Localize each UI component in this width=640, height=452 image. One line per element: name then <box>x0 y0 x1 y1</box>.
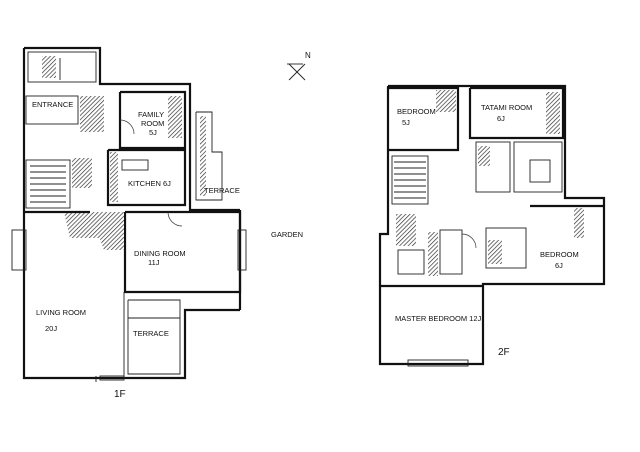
floor-2f <box>378 84 606 367</box>
room-family-size: 5J <box>149 128 157 137</box>
room-tatami-label: TATAMI ROOM <box>481 103 532 112</box>
room-living-size: 20J <box>45 324 57 333</box>
room-terrace-upper-label: TERRACE <box>204 186 240 195</box>
north-compass-icon: N <box>287 51 311 81</box>
room-bedroom-right-size: 6J <box>555 261 563 270</box>
garden-label: GARDEN <box>271 230 303 239</box>
floor-2f-label: 2F <box>498 347 510 358</box>
floor-1f-label: 1F <box>114 389 126 400</box>
room-bedroom-left-size: 5J <box>402 118 410 127</box>
room-dining-size: 11J <box>148 258 160 267</box>
room-entrance-label: ENTRANCE <box>32 100 73 109</box>
floor-1f <box>11 46 247 382</box>
room-family-label-1: FAMILY <box>138 110 164 119</box>
room-family-label-2: ROOM <box>141 119 164 128</box>
room-tatami-size: 6J <box>497 114 505 123</box>
stairs-1f <box>30 165 66 203</box>
stairs-2f <box>394 161 426 199</box>
room-dining-label: DINING ROOM <box>134 249 186 258</box>
room-bedroom-right-label: BEDROOM <box>540 250 579 259</box>
room-living-label: LIVING ROOM <box>36 308 86 317</box>
room-master-bedroom-label: MASTER BEDROOM 12J <box>395 314 482 323</box>
compass-letter: N <box>305 51 311 60</box>
room-terrace-lower-label: TERRACE <box>133 329 169 338</box>
room-kitchen-label: KITCHEN 6J <box>128 179 171 188</box>
room-bedroom-left-label: BEDROOM <box>397 107 436 116</box>
